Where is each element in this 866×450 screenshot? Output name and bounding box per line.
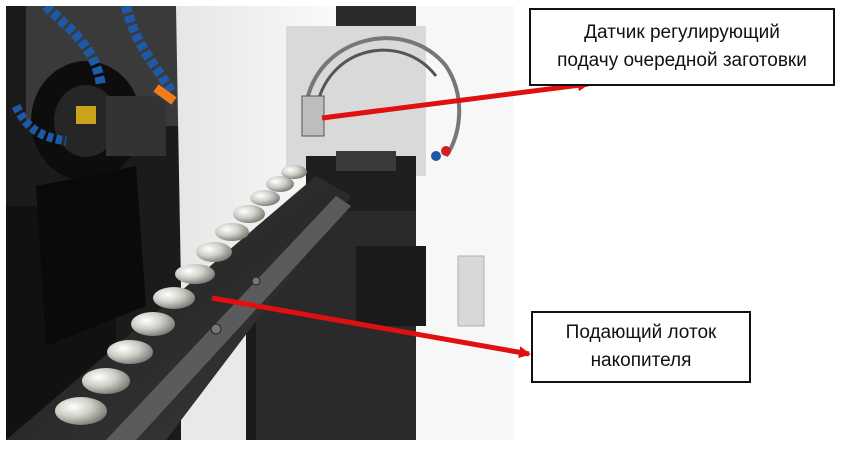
sensor-callout: Датчик регулирующий подачу очередной заг…	[529, 8, 835, 86]
tray-bolt	[210, 323, 222, 335]
tray-callout-line1: Подающий лоток	[565, 322, 717, 343]
machine-panel-right	[416, 6, 514, 440]
pusher-plate	[336, 151, 396, 171]
tray-callout: Подающий лоток накопителя	[531, 311, 751, 383]
fitting-red	[441, 146, 451, 156]
chuck-bracket	[106, 96, 166, 156]
wire-bundle	[304, 36, 462, 158]
chuck-yellow-part	[76, 106, 96, 124]
sensor-callout-line1: Датчик регулирующий	[584, 22, 780, 43]
coolant-hose-blue-1	[42, 6, 106, 87]
coolant-nozzle-orange	[153, 84, 177, 105]
tray-bolt	[251, 276, 261, 286]
coolant-hose-blue-3	[11, 103, 67, 146]
coolant-hose-blue-2	[121, 6, 176, 94]
lower-mechanism	[356, 246, 426, 326]
sensor-body	[301, 95, 325, 137]
machine-frame-black	[36, 166, 146, 346]
tray-callout-line2: накопителя	[590, 350, 692, 371]
fitting-blue	[431, 151, 441, 161]
sensor-callout-line2: подачу очередной заготовки	[557, 50, 807, 71]
machine-photo	[6, 6, 514, 440]
workpiece-blanks	[55, 165, 307, 425]
panel-hinge	[457, 255, 485, 327]
